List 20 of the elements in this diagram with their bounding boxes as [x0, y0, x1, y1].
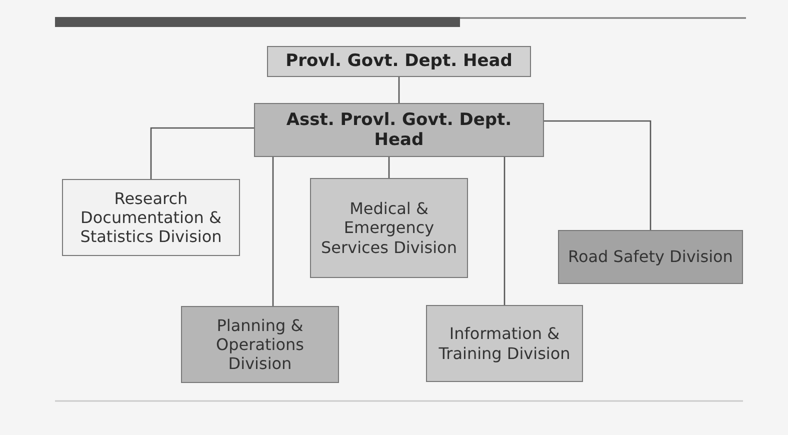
box-title: Research Documentation & Statistics Division	[79, 188, 223, 246]
box-title: Provl. Govt. Dept. Head	[286, 51, 512, 72]
connector-line	[504, 157, 506, 305]
org-box	[181, 306, 339, 383]
connector-line	[544, 120, 652, 230]
connector-line	[272, 157, 274, 306]
box-title: Planning & Operations Division	[215, 316, 305, 374]
org-box	[62, 179, 240, 256]
org-box	[558, 230, 743, 284]
connector-line	[398, 77, 400, 103]
box-title: Medical & Emergency Services Division	[320, 199, 458, 257]
org-box	[267, 46, 531, 77]
box-title: Information & Training Division	[438, 324, 572, 363]
connector-line	[388, 157, 390, 178]
box-title: Asst. Provl. Govt. Dept. Head	[285, 110, 513, 150]
box-title: Road Safety Division	[568, 247, 733, 267]
org-box	[310, 178, 468, 278]
org-box	[426, 305, 583, 382]
connector-line	[150, 127, 254, 179]
org-box	[254, 103, 544, 157]
